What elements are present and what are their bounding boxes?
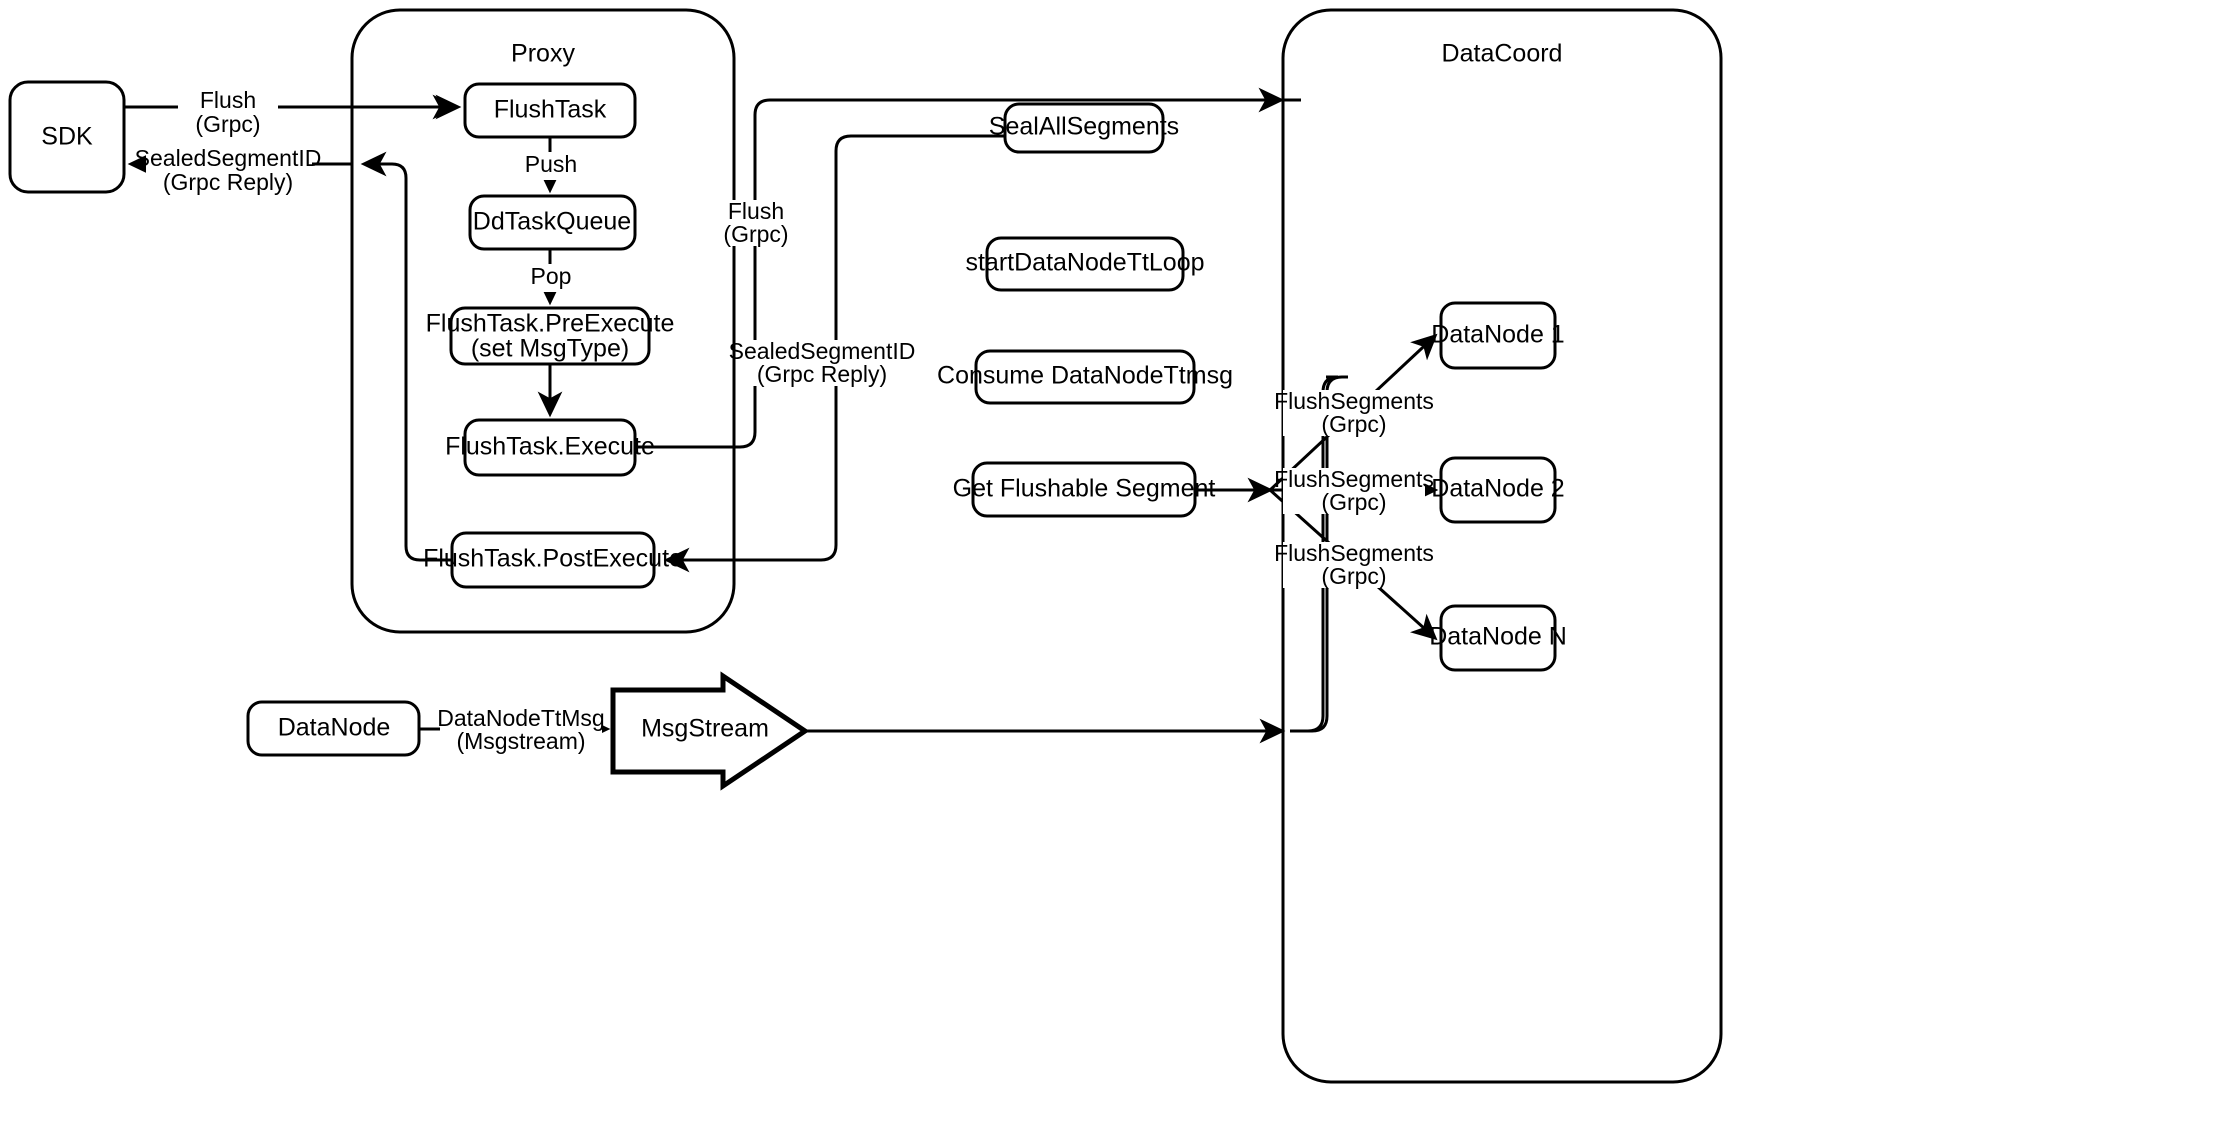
msgstream-shape[interactable]: MsgStream <box>610 671 810 791</box>
node-datanode-1[interactable]: DataNode 1 <box>1431 301 1565 370</box>
datanoden-box <box>1439 604 1557 672</box>
flushtask-label: FlushTask <box>494 96 607 124</box>
flushseg-dn2-line1: FlushSegments <box>1274 466 1434 492</box>
node-startdatanodettloop[interactable]: startDataNodeTtLoop <box>965 236 1205 292</box>
datanode1-box <box>1439 301 1557 370</box>
sealedsegid-sdk-line2: (Grpc Reply) <box>163 169 293 195</box>
startdatanodettloop-box <box>985 236 1185 292</box>
node-datanode[interactable]: DataNode <box>246 700 421 757</box>
consume-box <box>974 349 1196 405</box>
datanodettmsg-line2: (Msgstream) <box>456 728 585 754</box>
postexecute-box <box>450 531 656 589</box>
consume-label: Consume DataNodeTtmsg <box>937 362 1233 390</box>
sdk-label: SDK <box>41 123 93 151</box>
node-consume-datanodettmsg[interactable]: Consume DataNodeTtmsg <box>937 349 1233 405</box>
sdk-box <box>8 80 126 194</box>
sealedsegid-proxy-line2: (Grpc Reply) <box>757 361 887 387</box>
flushseg-dnn-line2: (Grpc) <box>1321 563 1386 589</box>
proxy-boundary <box>350 8 736 634</box>
execute-box <box>463 418 637 477</box>
flushtask-box <box>463 82 637 139</box>
proxy-title: Proxy <box>511 40 575 68</box>
execute-label: FlushTask.Execute <box>445 433 655 461</box>
datacoord-title: DataCoord <box>1442 40 1563 68</box>
node-flushtask[interactable]: FlushTask <box>463 82 637 139</box>
node-flushtask-execute[interactable]: FlushTask.Execute <box>445 418 655 477</box>
datanoden-label: DataNode N <box>1429 623 1567 651</box>
node-get-flushable-segment[interactable]: Get Flushable Segment <box>953 461 1216 518</box>
datanode-label: DataNode <box>278 714 391 742</box>
sealallsegments-label: SealAllSegments <box>989 113 1179 141</box>
flush-sdk-line1: Flush <box>200 87 256 113</box>
flushseg-dn1-line2: (Grpc) <box>1321 411 1386 437</box>
flushseg-dn2-line2: (Grpc) <box>1321 489 1386 515</box>
node-flushtask-postexecute[interactable]: FlushTask.PostExecute <box>423 531 683 589</box>
pop-label: Pop <box>531 263 572 289</box>
msgstream-label: MsgStream <box>641 715 769 743</box>
edge-label-flush-sdk: Flush (Grpc) <box>178 87 278 137</box>
msgstream-arrow-outline <box>610 671 810 791</box>
sealedsegid-proxy-line1: SealedSegmentID <box>729 338 916 364</box>
datanodettmsg-line1: DataNodeTtMsg <box>437 705 604 731</box>
edge-execute-to-datacoord <box>635 87 1285 449</box>
push-label: Push <box>525 151 577 177</box>
edge-label-sealedsegmentid-proxy: SealedSegmentID (Grpc Reply) <box>729 338 916 387</box>
node-flushtask-preexecute[interactable]: FlushTask.PreExecute (set MsgType) <box>426 306 675 366</box>
ddtaskqueue-box <box>468 194 637 251</box>
node-datanode-n[interactable]: DataNode N <box>1429 604 1567 672</box>
edge-postexecute-to-sdkreply <box>360 151 452 562</box>
edge-label-pop: Pop <box>527 263 575 292</box>
flush-sdk-line2: (Grpc) <box>195 111 260 137</box>
container-proxy[interactable]: Proxy <box>350 8 736 634</box>
preexecute-label-line2: (set MsgType) <box>471 335 629 363</box>
edge-label-flushsegments-dn1: FlushSegments (Grpc) <box>1274 388 1434 437</box>
preexecute-label-line1: FlushTask.PreExecute <box>426 310 675 338</box>
flush-proxy-line1: Flush <box>728 198 784 224</box>
node-sealallsegments[interactable]: SealAllSegments <box>989 102 1179 154</box>
sealallsegments-box <box>1003 102 1165 154</box>
edge-label-flushsegments-dnn: FlushSegments (Grpc) <box>1274 540 1434 589</box>
datanode-box <box>246 700 421 757</box>
ddtaskqueue-label: DdTaskQueue <box>473 208 631 236</box>
node-datanode-2[interactable]: DataNode 2 <box>1431 456 1565 524</box>
preexecute-box <box>449 306 651 366</box>
edge-label-datanodettmsg: DataNodeTtMsg (Msgstream) <box>437 705 604 754</box>
edge-label-flush-proxy: Flush (Grpc) <box>710 198 802 247</box>
node-ddtaskqueue[interactable]: DdTaskQueue <box>468 194 637 251</box>
edge-label-sealedsegmentid-sdk: SealedSegmentID (Grpc Reply) <box>135 145 322 195</box>
flushable-box <box>971 461 1197 518</box>
node-sdk[interactable]: SDK <box>8 80 126 194</box>
datanode2-box <box>1439 456 1557 524</box>
flush-proxy-line2: (Grpc) <box>723 221 788 247</box>
flushseg-dnn-line1: FlushSegments <box>1274 540 1434 566</box>
edge-label-flushsegments-dn2: FlushSegments (Grpc) <box>1274 466 1434 515</box>
datanode1-label: DataNode 1 <box>1431 321 1564 349</box>
flushable-label: Get Flushable Segment <box>953 475 1216 503</box>
postexecute-label: FlushTask.PostExecute <box>423 545 683 573</box>
datanode2-label: DataNode 2 <box>1431 475 1564 503</box>
startdatanodettloop-label: startDataNodeTtLoop <box>965 249 1204 277</box>
edge-label-push: Push <box>522 151 580 180</box>
flushseg-dn1-line1: FlushSegments <box>1274 388 1434 414</box>
sealedsegid-sdk-line1: SealedSegmentID <box>135 145 322 171</box>
